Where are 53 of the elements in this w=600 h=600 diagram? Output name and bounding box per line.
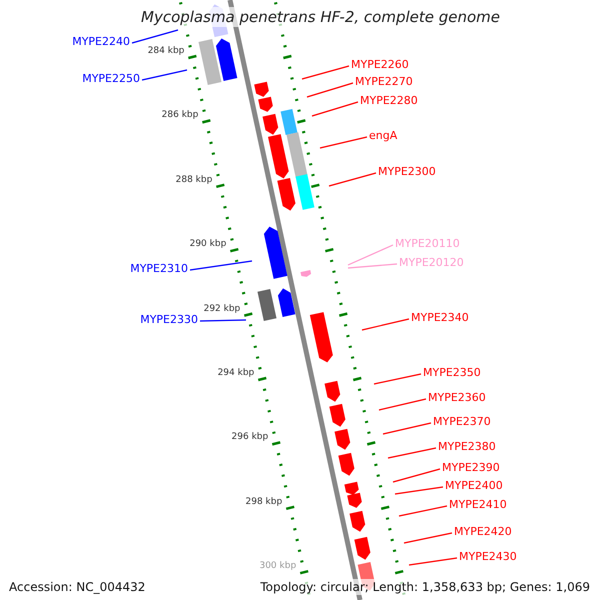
gene-label: MYPE2270 [355, 74, 413, 90]
gene-label: MYPE2390 [442, 460, 500, 476]
leader-line [302, 65, 350, 80]
gene-label: MYPE2330 [140, 312, 198, 328]
leader-line [378, 398, 426, 411]
leader-line [408, 557, 458, 566]
leader-line [348, 263, 398, 269]
gene-label: MYPE20120 [399, 255, 464, 271]
leader-line [374, 373, 422, 385]
gene-label: MYPE2280 [360, 93, 418, 109]
leader-line [392, 468, 440, 483]
gene-label: MYPE2350 [423, 365, 481, 381]
gene-label: MYPE2400 [445, 478, 503, 494]
gene-label: MYPE2380 [438, 439, 496, 455]
leader-line [362, 318, 410, 331]
gene-label: engA [369, 128, 398, 144]
footer-note: Topology: circular; Length: 1,358,633 bp; Genes: 1,069 [260, 579, 590, 595]
gene-label: MYPE2370 [433, 414, 491, 430]
leader-line [320, 136, 368, 149]
gene-label: MYPE2260 [351, 57, 409, 73]
leader-line [388, 447, 436, 459]
scale-label: 300 kbp [259, 560, 296, 572]
gene-label: MYPE2240 [72, 34, 130, 50]
gene-label: MYPE2420 [454, 524, 512, 540]
scale-label: 284 kbp [148, 45, 184, 57]
leader-line [398, 505, 448, 517]
scale-label: 290 kbp [190, 238, 226, 250]
gene-label: MYPE2250 [82, 71, 140, 87]
leader-line [142, 69, 188, 81]
scale-label: 298 kbp [246, 496, 282, 508]
scale-label: 288 kbp [176, 174, 212, 186]
gene-label: MYPE2300 [378, 164, 436, 180]
footer-note: Accession: NC_004432 [9, 579, 146, 595]
scale-label: 286 kbp [162, 109, 198, 122]
leader-line [200, 319, 246, 322]
leader-line [348, 244, 394, 266]
gene-label: MYPE20110 [395, 236, 460, 252]
leader-line [382, 422, 432, 435]
gene-label: MYPE2340 [411, 310, 469, 326]
gene-label: MYPE2360 [428, 390, 486, 406]
leader-line [312, 101, 358, 117]
leader-line [132, 29, 178, 44]
leader-line [306, 82, 354, 98]
gene-label: MYPE2410 [449, 497, 507, 513]
leader-line [328, 172, 376, 187]
leader-line [404, 532, 452, 544]
scale-label: 292 kbp [204, 302, 240, 315]
leader-line [190, 260, 252, 271]
leader-line [394, 486, 444, 495]
gene-label: MYPE2310 [130, 261, 188, 277]
gene-label: MYPE2430 [459, 549, 517, 565]
scale-label: 296 kbp [232, 431, 268, 444]
scale-label: 294 kbp [218, 367, 254, 379]
